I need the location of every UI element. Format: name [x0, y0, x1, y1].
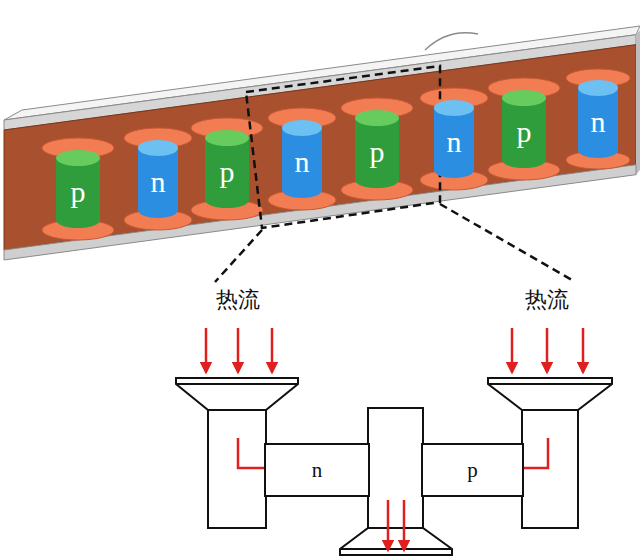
- bar-label: p: [467, 460, 478, 481]
- p-leg: p: [205, 130, 249, 208]
- leg-label: n: [591, 107, 606, 137]
- schematic: [176, 378, 612, 555]
- n-bar: n: [264, 443, 370, 497]
- p-leg: p: [56, 150, 100, 228]
- p-leg: p: [502, 90, 546, 168]
- n-leg: n: [138, 140, 178, 218]
- heat-flow-label: 热流: [216, 288, 260, 312]
- electrodes: [42, 69, 630, 240]
- module-body: [4, 45, 636, 250]
- p-bar: p: [421, 443, 524, 497]
- n-leg: n: [282, 120, 322, 198]
- heat-flow-label: 热流: [525, 288, 569, 312]
- n-leg: n: [434, 100, 474, 178]
- module-end: [636, 30, 640, 175]
- plate-bump: [425, 33, 478, 50]
- zoom-frame: [215, 66, 572, 282]
- n-leg: n: [578, 80, 618, 158]
- leg-label: p: [517, 117, 532, 147]
- leg-label: p: [220, 157, 235, 187]
- p-leg: p: [355, 110, 399, 188]
- leg-label: n: [295, 147, 310, 177]
- leg-label: p: [370, 137, 385, 167]
- leg-label: p: [71, 177, 86, 207]
- bar-label: n: [312, 460, 323, 481]
- heat-arrow: [206, 328, 583, 550]
- leg-label: n: [447, 127, 462, 157]
- leg-label: n: [151, 167, 166, 197]
